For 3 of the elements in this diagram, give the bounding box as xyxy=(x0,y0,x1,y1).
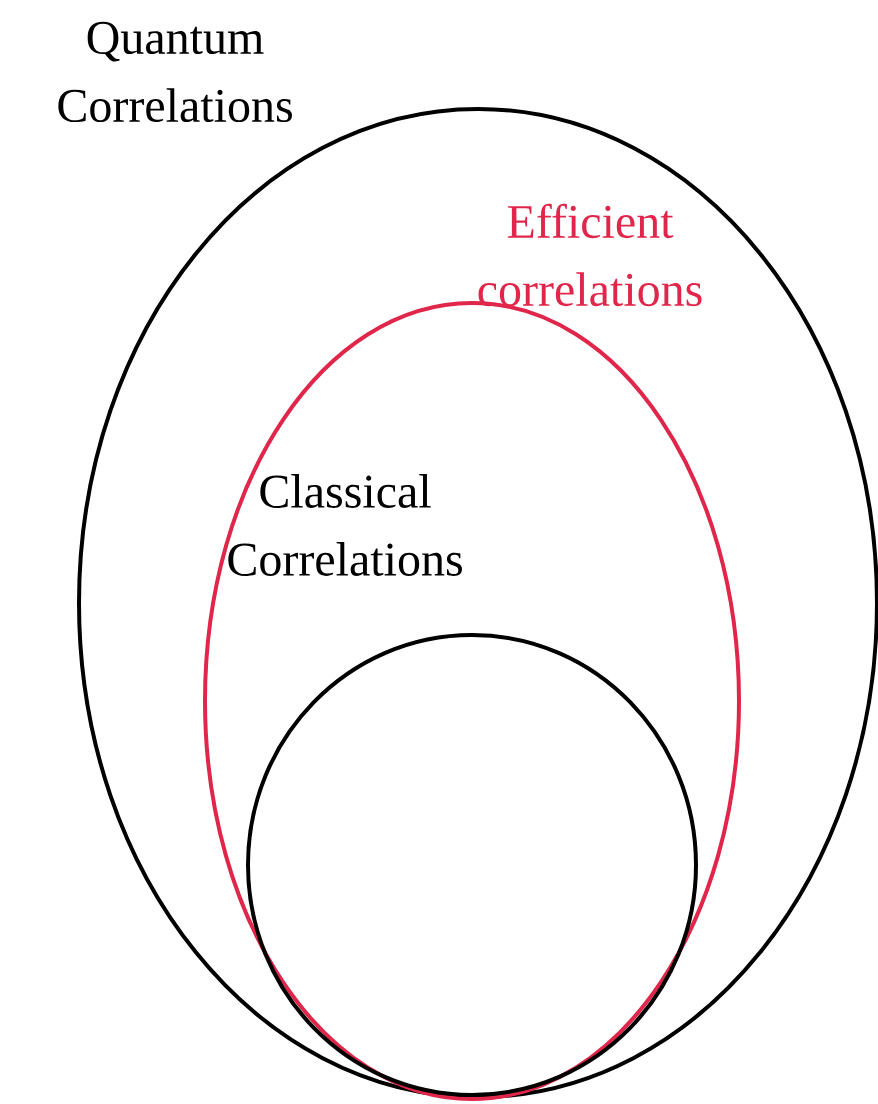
node-label: Efficient correlations xyxy=(478,203,702,307)
node-label: Quantum xyxy=(87,21,264,62)
node-label: Classical Correlations xyxy=(228,474,462,576)
